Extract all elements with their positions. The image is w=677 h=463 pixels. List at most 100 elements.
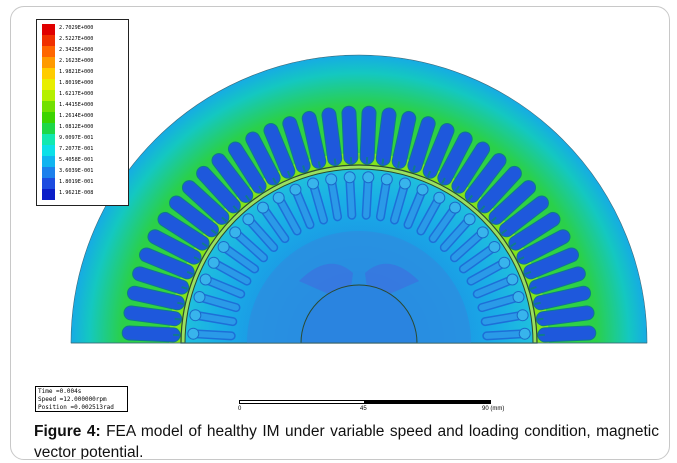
legend-swatch [42,145,55,156]
stator-slot-opening [530,286,537,290]
legend-swatch [42,57,55,68]
rotor-bar-head [242,213,255,226]
legend-entry: 1.2614E+000 [37,112,128,123]
stator-slot-opening [467,194,474,201]
stator-slot-opening [286,170,292,178]
rotor-bar-inner [310,180,327,224]
stator-slot [127,286,184,310]
caption-label: Figure 4: [34,423,101,440]
scale-tick-mid: 45 [360,406,367,412]
rotor-bar-inner [441,216,473,251]
legend-swatch [42,134,55,145]
stator-slot-opening [232,205,239,211]
legend-entry: 2.7029E+000 [37,24,128,35]
stator-slot [322,108,342,166]
legend-label: 2.7029E+000 [59,25,94,31]
stator-slot [408,117,435,173]
rotor-bar-head [307,177,320,190]
legend-entry: 1.9821E+000 [37,68,128,79]
stator-slot-opening [501,228,508,235]
legend-swatch [42,123,55,134]
rotor-bar-inner [430,204,459,242]
legend-entry: 2.1623E+000 [37,57,128,68]
rotor-bar-inner [474,276,516,298]
stator-slot-opening [396,161,401,168]
legend-entry: 2.5227E+000 [37,35,128,46]
scale-tick-0: 0 [238,406,242,412]
stator-slot [148,230,201,264]
stator-slot [536,306,594,326]
figure-caption: Figure 4: FEA model of healthy IM under … [34,421,659,459]
rotor-bar-inner [232,229,267,261]
rotor-bar-head [272,191,285,204]
legend-swatch [42,167,55,178]
legend-label: 9.0097E-001 [59,135,94,141]
legend-entry: 1.0812E+000 [37,123,128,134]
stator-slot-opening [193,256,200,261]
rotor-bar-head [398,177,411,190]
scale-tick-end: 90 (mm) [482,406,505,412]
legend-swatch [42,79,55,90]
rotor-bar-inner [482,312,526,325]
legend-swatch [42,46,55,57]
stator-slot-opening [454,185,460,192]
legend-swatch [42,189,55,200]
rotor-bar-inner [328,176,341,220]
sim-speed: Speed =12.000000rpm [38,396,107,403]
stator-slot [182,181,229,224]
rotor-bar-inner [202,276,244,298]
legend-label: 3.6039E-001 [59,168,94,174]
rotor-bar-head [193,291,206,304]
legend-swatch [42,156,55,167]
scale-segment-1 [239,400,365,404]
scale-bar: 0 45 90 (mm) [238,400,504,412]
stator-slot-opening [534,301,541,306]
stator-slot-opening [537,317,544,321]
legend-label: 2.3425E+000 [59,47,94,53]
rotor-bar-inner [196,294,240,311]
rotor-bar-head [229,226,242,239]
color-legend: 2.7029E+000 2.5227E+000 2.3425E+000 2.1623E… [36,19,129,206]
stator-slot-opening [221,216,227,223]
legend-label: 5.4058E-001 [59,157,94,163]
rotor-bar-inner [346,174,355,219]
rotor-bar-head [512,291,525,304]
stator-slot [124,306,182,326]
legend-label: 2.5227E+000 [59,36,94,42]
stator-slot [465,154,506,202]
rotor-bar-head [199,273,212,286]
stator-slot-opening [518,256,525,261]
stator-slot [246,132,280,185]
stator-slot [500,196,548,237]
stator-slot [228,142,266,193]
rotor-bar-head [433,191,446,204]
scale-segment-2 [365,400,491,404]
legend-label: 1.0812E+000 [59,124,94,130]
rotor-bar-head [256,201,269,214]
stator-slot [452,142,490,193]
rotor-bar-inner [259,204,288,242]
stator-slot-opening [272,177,277,184]
legend-entry: 5.4058E-001 [37,156,128,167]
rotor-bar-head [362,171,375,184]
stator-slot-opening [186,270,194,276]
rotor-bar-inner [292,186,314,228]
sim-time: Time =0.004s [38,388,82,395]
figure-frame: 2.7029E+000 2.5227E+000 2.3425E+000 2.1623E… [10,6,670,460]
stator-slot [392,111,416,168]
shaft [300,284,418,344]
legend-label: 1.9821E+000 [59,69,94,75]
rotor-bar-head [506,273,519,286]
stator-slot [478,166,521,213]
stator-slot-opening [302,165,306,172]
rotor-bar-head [518,327,531,340]
stator-slot-opening [177,301,184,306]
rotor-bar-head [343,171,356,184]
rotor-bar-head [189,309,202,322]
stator-slot [376,108,396,166]
stator-slot-opening [317,161,322,168]
legend-label: 1.2614E+000 [59,113,94,119]
rotor-bar-head [449,201,462,214]
legend-entry: 1.4415E+000 [37,101,128,112]
stator-slot [133,267,189,294]
